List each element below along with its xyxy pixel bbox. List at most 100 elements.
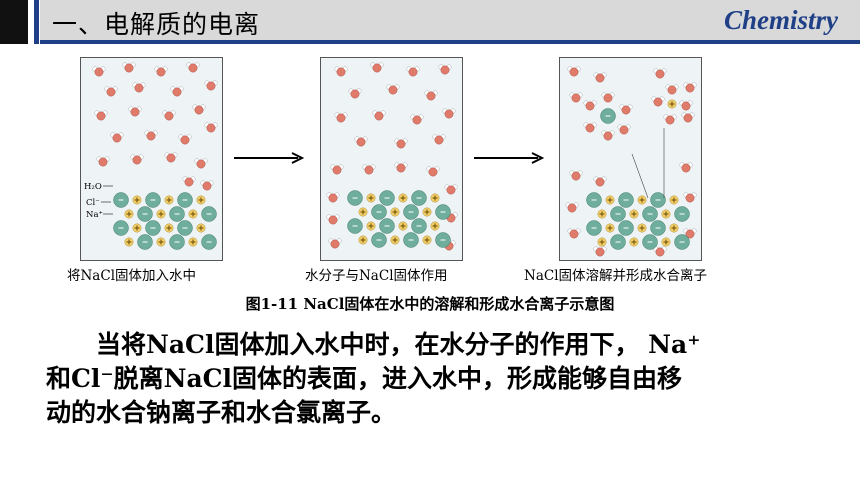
- water-molecule: [683, 228, 697, 239]
- water-molecule: [92, 66, 106, 77]
- chloride-ion: [411, 218, 427, 234]
- water-molecule: [406, 66, 420, 77]
- water-molecule: [144, 130, 158, 141]
- chloride-ion: [347, 190, 363, 206]
- panel-3-caption: NaCl固体溶解并形成水合离子: [524, 268, 708, 284]
- water-molecule: [567, 228, 581, 239]
- chloride-ion: [586, 192, 602, 208]
- sodium-ion: [667, 99, 677, 109]
- water-molecule: [438, 64, 452, 75]
- panel-3-illustration: [565, 66, 697, 257]
- sodium-ion: [597, 237, 607, 247]
- water-molecule: [132, 82, 146, 93]
- sodium-ion: [156, 209, 166, 219]
- sodium-ion: [430, 221, 440, 231]
- sodium-ion: [164, 195, 174, 205]
- chloride-ion: [650, 192, 666, 208]
- figure-panel-2: [320, 57, 463, 261]
- chloride-ion: [177, 192, 193, 208]
- chloride-ion: [403, 204, 419, 220]
- water-molecule: [192, 104, 206, 115]
- water-molecule: [164, 152, 178, 163]
- sodium-ion: [124, 209, 134, 219]
- sodium-ion: [164, 223, 174, 233]
- water-molecule: [567, 66, 581, 77]
- chloride-ion: [642, 234, 658, 250]
- label-chloride: Cl⁻: [86, 198, 100, 208]
- sodium-ion: [605, 195, 615, 205]
- water-molecule: [354, 136, 368, 147]
- water-molecule: [410, 114, 424, 125]
- body-line-1: 当将NaCl固体加入水中时，在水分子的作用下， Na⁺: [46, 330, 701, 359]
- water-molecule: [94, 110, 108, 121]
- chloride-ion: [201, 206, 217, 222]
- water-molecule: [194, 158, 208, 169]
- water-molecule: [424, 90, 438, 101]
- arrow-right-icon: [472, 150, 548, 169]
- chloride-ion: [379, 190, 395, 206]
- slide-title: 一、电解质的电离: [52, 10, 261, 39]
- water-molecule: [601, 92, 615, 103]
- water-molecule: [593, 176, 607, 187]
- sodium-ion: [597, 209, 607, 219]
- water-molecule: [617, 124, 631, 135]
- water-molecule: [593, 72, 607, 83]
- water-molecule: [394, 138, 408, 149]
- slide-subject: Chemistry: [723, 5, 838, 35]
- sodium-ion: [605, 223, 615, 233]
- chloride-ion: [435, 232, 451, 248]
- water-molecule: [663, 114, 677, 125]
- water-molecule: [104, 86, 118, 97]
- water-molecule: [679, 100, 693, 111]
- chloride-ion: [435, 204, 451, 220]
- chloride-ion: [169, 206, 185, 222]
- panel-2-caption: 水分子与NaCl固体作用: [305, 268, 448, 284]
- chloride-ion: [371, 232, 387, 248]
- water-molecule: [182, 176, 196, 187]
- water-molecule: [601, 130, 615, 141]
- sodium-ion: [661, 237, 671, 247]
- water-molecule: [583, 100, 597, 111]
- header-accent-bar: [34, 0, 39, 44]
- chloride-ion: [586, 220, 602, 236]
- water-molecule: [154, 66, 168, 77]
- water-molecule: [569, 92, 583, 103]
- chloride-ion: [169, 234, 185, 250]
- arrow-right-icon: [232, 150, 308, 169]
- chloride-ion: [113, 220, 129, 236]
- water-molecule: [370, 62, 384, 73]
- chloride-ion: [600, 108, 616, 124]
- water-molecule: [593, 246, 607, 257]
- body-line-2: 和Cl⁻脱离NaCl固体的表面，进入水中，形成能够自由移: [46, 364, 683, 393]
- chloride-ion: [113, 192, 129, 208]
- water-molecule: [178, 134, 192, 145]
- water-molecule: [619, 104, 633, 115]
- sodium-ion: [358, 207, 368, 217]
- sodium-ion: [422, 235, 432, 245]
- figure-panel-3: [559, 57, 702, 261]
- water-molecule: [122, 62, 136, 73]
- water-molecule: [128, 106, 142, 117]
- body-paragraph: 当将NaCl固体加入水中时，在水分子的作用下， Na⁺ 和Cl⁻脱离NaCl固体…: [46, 328, 806, 430]
- chloride-ion: [650, 220, 666, 236]
- chloride-ion: [145, 192, 161, 208]
- sodium-ion: [124, 237, 134, 247]
- sodium-ion: [629, 237, 639, 247]
- water-molecule: [170, 86, 184, 97]
- chloride-ion: [618, 220, 634, 236]
- sodium-ion: [132, 195, 142, 205]
- water-molecule: [394, 162, 408, 173]
- chloride-ion: [674, 206, 690, 222]
- chloride-ion: [371, 204, 387, 220]
- chloride-ion: [674, 234, 690, 250]
- sodium-ion: [366, 221, 376, 231]
- slide-header: 一、电解质的电离 Chemistry: [0, 0, 860, 44]
- sodium-ion: [390, 235, 400, 245]
- body-line-3: 动的水合钠离子和水合氯离子。: [46, 398, 397, 427]
- sodium-ion: [629, 209, 639, 219]
- sodium-ion: [132, 223, 142, 233]
- water-molecule: [200, 180, 214, 191]
- water-molecule: [444, 184, 458, 195]
- water-molecule: [326, 192, 340, 203]
- chloride-ion: [145, 220, 161, 236]
